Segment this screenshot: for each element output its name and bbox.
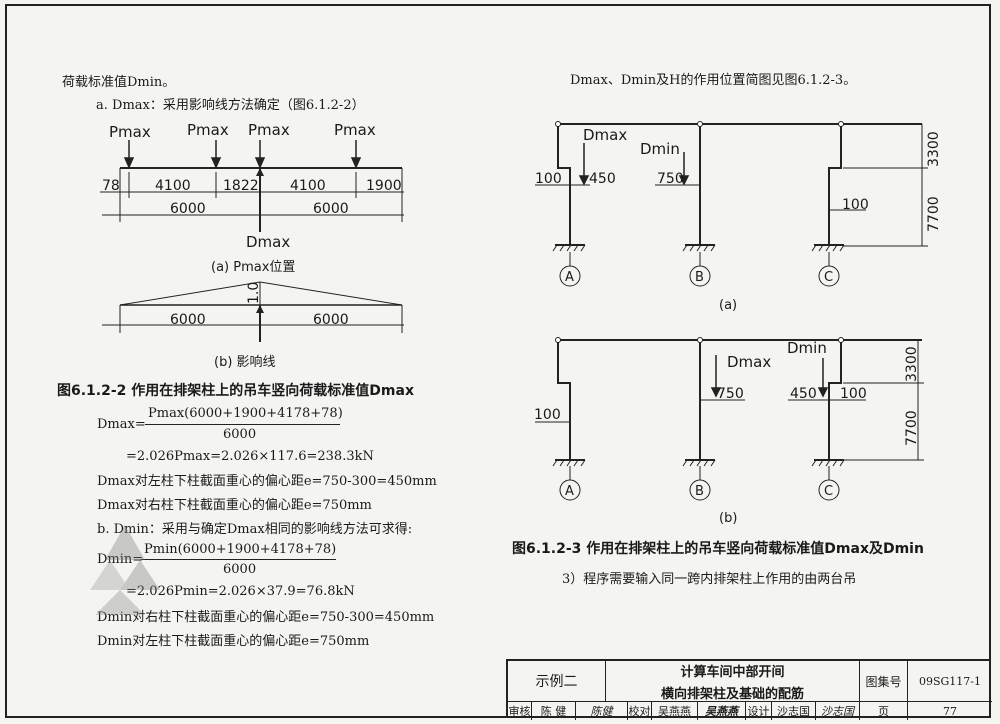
frame-b-axis-b: B [695, 484, 704, 499]
frame-b-dim-450: 450 [790, 386, 817, 402]
frame-b-dim-100-left: 100 [534, 407, 561, 423]
item-a-text: a. Dmax：采用影响线方法确定（图6.1.2-2） [96, 98, 365, 113]
atlas-label: 图集号 [860, 661, 908, 702]
frame-b-h-3300: 3300 [904, 346, 920, 382]
title-line-2: 横向排架柱及基础的配筋 [660, 686, 804, 702]
frame-b-dim-750: 750 [717, 386, 744, 402]
dmax-lhs: Dmax= [97, 417, 146, 432]
dmin-lhs: Dmin= [97, 553, 143, 566]
frame-a-h-7700: 7700 [926, 196, 942, 232]
checker-signature: 吴燕燕 [698, 702, 746, 720]
influence-peak: 1.0 [246, 282, 262, 304]
title-block: 示例二 计算车间中部开间 横向排架柱及基础的配筋 图集号 09SG117-1 审… [506, 659, 992, 720]
dmax-ecc-right: Dmax对右柱下柱截面重心的偏心距e=750mm [97, 498, 372, 513]
frame-b-axis-c: C [824, 484, 833, 499]
review-label: 审核 [508, 702, 532, 720]
dmin-ecc-right: Dmin对右柱下柱截面重心的偏心距e=750-300=450mm [97, 610, 435, 625]
frame-a-axis-c: C [824, 270, 833, 285]
dmax-ecc-left: Dmax对左柱下柱截面重心的偏心距e=750-300=450mm [97, 474, 437, 489]
page-frame [5, 4, 991, 718]
dim-6000-a1: 6000 [170, 201, 206, 217]
dmin-result: =2.026Pmin=2.026×37.9=76.8kN [126, 584, 355, 599]
checker-name: 吴燕燕 [652, 702, 698, 720]
frame-a-axis-a: A [565, 270, 574, 285]
frame-b-dmax: Dmax [727, 353, 771, 371]
dmax-numerator: Pmax(6000+1900+4178+78) [148, 406, 343, 421]
pmax-label-3: Pmax [248, 121, 290, 139]
dim-6000-a2: 6000 [313, 201, 349, 217]
right-heading: Dmax、Dmin及H的作用位置简图见图6.1.2-3。 [570, 73, 857, 88]
support-dmax-label: Dmax [246, 233, 290, 251]
dmin-ecc-left: Dmin对左柱下柱截面重心的偏心距e=750mm [97, 634, 370, 649]
title-cell: 计算车间中部开间 横向排架柱及基础的配筋 [606, 661, 860, 702]
frame-a-dim-100-left: 100 [535, 171, 562, 187]
frame-a-dmax: Dmax [583, 126, 627, 144]
example-label: 示例二 [508, 661, 606, 702]
dim-4100-b: 4100 [290, 178, 326, 194]
fig-a-caption: (a) Pmax位置 [211, 260, 295, 275]
frame-a-axis-b: B [695, 270, 704, 285]
title-line-1: 计算车间中部开间 [680, 664, 785, 680]
intro-text: 荷载标准值Dmin。 [62, 75, 176, 90]
dim-1822: 1822 [223, 178, 259, 194]
check-label: 校对 [628, 702, 652, 720]
frame-b-axis-a: A [565, 484, 574, 499]
frame-a-caption: (a) [719, 298, 737, 313]
designer-name: 沙志国 [772, 702, 816, 720]
dim-78: 78 [102, 178, 120, 194]
dmax-fraction-bar [145, 424, 340, 425]
page-number: 77 [943, 704, 957, 718]
dmin-fraction-bar [141, 559, 336, 560]
dim-6000-b2: 6000 [313, 312, 349, 328]
dmin-denominator: 6000 [223, 562, 257, 577]
frame-a-dmin: Dmin [640, 140, 680, 158]
pmax-label-1: Pmax [109, 123, 151, 141]
design-label: 设计 [746, 702, 772, 720]
frame-a-dim-750: 750 [657, 171, 684, 187]
frame-a-dim-450: 450 [589, 171, 616, 187]
dmax-denominator: 6000 [223, 427, 257, 442]
frame-a-h-3300: 3300 [926, 131, 942, 167]
frame-b-h-7700: 7700 [904, 410, 920, 446]
frame-b-dim-100-right: 100 [840, 386, 867, 402]
reviewer-signature: 陈健 [576, 702, 628, 720]
dmin-numerator: Pmin(6000+1900+4178+78) [144, 542, 337, 557]
dmax-result: =2.026Pmax=2.026×117.6=238.3kN [126, 449, 374, 464]
figure-6-1-2-3-caption: 图6.1.2-3 作用在排架柱上的吊车竖向荷载标准值Dmax及Dmin [512, 541, 924, 557]
pmax-label-2: Pmax [187, 121, 229, 139]
fig-b-caption: (b) 影响线 [214, 354, 276, 370]
frame-b-dmin: Dmin [787, 339, 827, 357]
item-b-text: b. Dmin：采用与确定Dmax相同的影响线方法可求得: [97, 522, 413, 537]
atlas-number: 09SG117-1 [908, 661, 992, 702]
dim-1900: 1900 [366, 178, 402, 194]
frame-b-caption: (b) [719, 511, 737, 526]
page-label: 页 [860, 702, 908, 720]
figure-6-1-2-2-caption: 图6.1.2-2 作用在排架柱上的吊车竖向荷载标准值Dmax [57, 383, 414, 399]
frame-a-dim-100-right: 100 [842, 197, 869, 213]
designer-signature: 沙志国 [816, 702, 860, 720]
right-note: 3）程序需要输入同一跨内排架柱上作用的由两台吊 [562, 572, 857, 587]
dim-6000-b1: 6000 [170, 312, 206, 328]
reviewer-name: 陈 健 [532, 702, 576, 720]
pmax-label-4: Pmax [334, 121, 376, 139]
dim-4100-a: 4100 [155, 178, 191, 194]
